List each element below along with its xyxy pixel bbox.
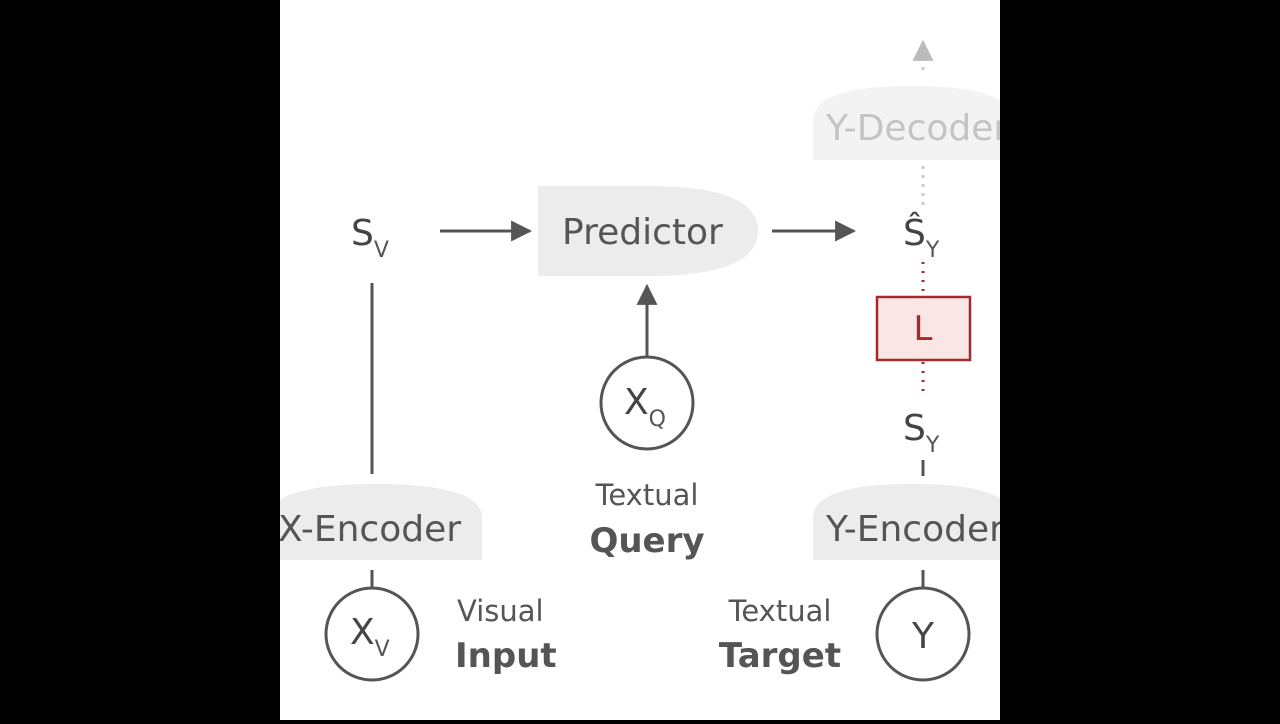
y-input-node <box>875 586 971 682</box>
textual-target-caption-line2: Target <box>719 636 841 676</box>
x-v-input-node <box>324 586 420 682</box>
x-v-symbol: XV <box>350 612 390 662</box>
y-decoder-label: Y-Decoder <box>825 108 1008 149</box>
predictor-label: Predictor <box>562 212 723 253</box>
x-q-input-node <box>599 355 695 451</box>
s-y-hat-symbol: ŜY <box>903 212 940 263</box>
textual-target-caption-line1: Textual <box>728 594 832 628</box>
visual-input-caption-line1: Visual <box>457 594 544 628</box>
textual-query-caption-line2: Query <box>589 521 704 561</box>
textual-query-caption-line1: Textual <box>595 478 699 512</box>
predictor-block <box>538 186 758 276</box>
y-encoder-label: Y-Encoder <box>825 509 1004 550</box>
visual-input-caption-line2: Input <box>455 636 557 676</box>
y-symbol: Y <box>911 616 935 657</box>
x-encoder-label: X-Encoder <box>278 509 461 550</box>
s-y-symbol: SY <box>903 408 940 458</box>
loss-box <box>875 295 972 362</box>
x-encoder-block <box>280 484 482 560</box>
s-v-symbol: SV <box>351 213 389 263</box>
loss-label: L <box>914 309 933 349</box>
y-decoder-block <box>813 86 1000 160</box>
x-q-symbol: XQ <box>624 382 666 432</box>
y-encoder-block <box>813 484 1000 560</box>
